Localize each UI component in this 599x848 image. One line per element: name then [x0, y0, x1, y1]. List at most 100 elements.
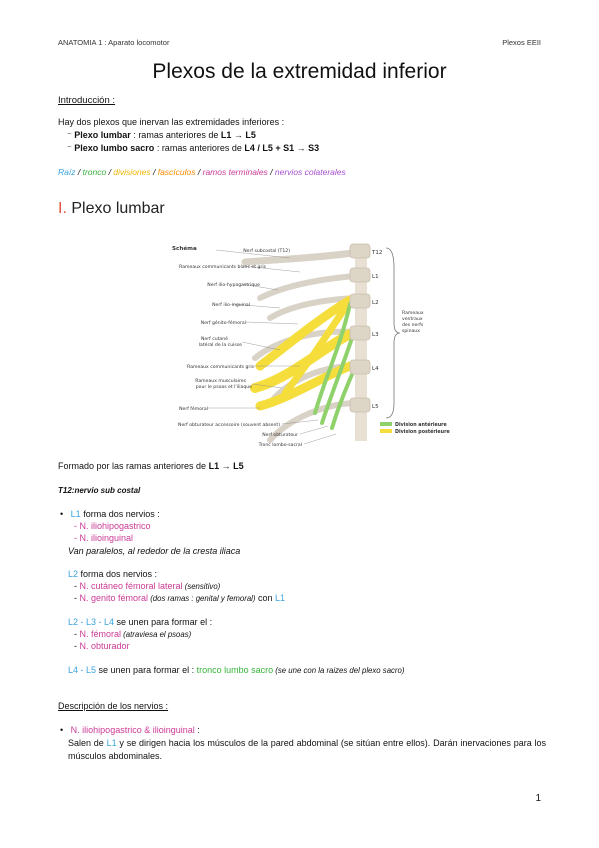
vertebra-label: T12 [371, 250, 382, 256]
l234-rest: se unen para formar el : [114, 617, 213, 627]
figure-label: Tronc lombo-sacral [258, 442, 302, 448]
legend-posterior-label: Division postérieure [395, 428, 450, 435]
l234-key: L3 [86, 617, 97, 627]
intro-item-text: : ramas anteriores de [130, 130, 221, 140]
figure-legend: Division antérieure Division postérieure [380, 421, 450, 435]
figure-label: Rameaux musculaires [195, 378, 246, 384]
header-left: ANATOMIA 1 : Aparato locomotor [58, 38, 170, 47]
l1-item-1: - N. iliohipogastrico [74, 521, 151, 531]
l234-key: L4 [104, 617, 115, 627]
l1-item-2: - N. ilioinguinal [74, 533, 134, 543]
legend-anterior-swatch [380, 422, 392, 426]
descripcion-text: y se dirigen hacia los músculos de la pa… [68, 738, 546, 761]
figure-label: Nerf ilio-hypogastrique [207, 282, 260, 288]
figure-label: pour le psoas et l'iliaque [196, 384, 252, 390]
l2-item-2-note: (dos ramas : genital y femoral) [148, 594, 256, 603]
vertebra-label: L1 [372, 274, 379, 280]
l45-dash: - [78, 665, 87, 675]
intro-item-range: L4 / L5 + S1 → S3 [244, 143, 320, 153]
figure-label: Nerf ilio-inguinal [212, 302, 250, 308]
t12-line: T12:nervio sub costal [58, 486, 141, 495]
figure-label: Nerf génito-fémoral [201, 319, 246, 326]
anterior-divisions [313, 302, 356, 430]
l2-item-1-note: (sensitivo) [182, 582, 221, 591]
l1-line: • L1 forma dos nervios : [60, 509, 160, 519]
bullet: • [60, 725, 64, 735]
vertebra-labels: T12 L1 L2 L3 L4 L5 [371, 250, 382, 410]
dash: - [74, 629, 80, 639]
descripcion-paragraph: Salen de L1 y se dirigen hacia los múscu… [68, 737, 546, 763]
l45-key: L5 [86, 665, 97, 675]
legend-tronco: tronco [82, 167, 107, 177]
l2-item-2-name: N. genito fémoral [79, 593, 149, 603]
l2-line: L2 forma dos nervios : [68, 569, 157, 579]
l234-dash: - [78, 617, 87, 627]
l45-rest: se unen para formar el : [96, 665, 197, 675]
l2-item-1: - N. cutáneo fémoral lateral (sensitivo) [74, 581, 220, 591]
l234-item-1-note: (atraviesa el psoas) [121, 630, 192, 639]
legend-ramos: ramos terminales [202, 167, 268, 177]
l45-target: tronco lumbo sacro [196, 665, 274, 675]
spinal-bracket [385, 247, 401, 419]
intro-lead: Hay dos plexos que inervan las extremida… [58, 117, 285, 127]
l2-rest: forma dos nervios : [78, 569, 158, 579]
descripcion-item: • N. iliohipogastrico & ilioinguinal : [60, 725, 200, 735]
figure-label: Nerf cutané [201, 335, 228, 342]
vertebra-label: L5 [372, 404, 379, 410]
page-number: 1 [535, 793, 541, 804]
figure-heading: Schéma [172, 245, 197, 252]
vertebra-bodies [349, 243, 371, 413]
l1-note: Van paralelos, al rededor de la cresta i… [68, 546, 241, 556]
bullet: • [60, 509, 64, 519]
legend-anterior-label: Division antérieure [395, 421, 448, 428]
intro-item-2: ⁻ Plexo lumbo sacro : ramas anteriores d… [67, 143, 319, 154]
l234-item-1: - N. fémoral (atraviesa el psoas) [74, 629, 191, 639]
figure-label: Nerf subcostal (T12) [243, 248, 290, 254]
formado-line: Formado por las ramas anteriores de L1 →… [58, 461, 244, 471]
vertebra-label: L2 [372, 300, 379, 306]
vertebra-label: L4 [372, 366, 379, 372]
figure-left-labels: Nerf subcostal (T12) Rameaux communicant… [178, 248, 302, 448]
descripcion-heading: Descripción de los nervios : [58, 701, 169, 711]
legend-sep: / [106, 167, 114, 177]
legend-sep: / [150, 167, 158, 177]
legend-nervios: nervios colaterales [274, 167, 346, 177]
l2-item-2-key: L1 [275, 593, 286, 603]
l2-item-1-name: N. cutáneo fémoral lateral [79, 581, 183, 591]
intro-heading: Introducción : [58, 95, 116, 106]
l45-key: L4 [68, 665, 79, 675]
figure-label: Nerf fémoral [179, 405, 208, 412]
bracket-label-line: spinaux [402, 328, 420, 334]
intro-item-label: Plexo lumbo sacro [74, 143, 155, 153]
intro-item-1: ⁻ Plexo lumbar : ramas anteriores de L1 … [67, 130, 256, 141]
bracket-label: Rameaux ventraux des nerfs spinaux [402, 310, 424, 334]
formado-text: Formado por las ramas anteriores de [58, 461, 209, 471]
figure-label: latéral de la cuisse [199, 341, 242, 348]
page-title: Plexos de la extremidad inferior [152, 60, 447, 83]
l2-item-2-mid: con [255, 593, 276, 603]
l2-item-2: - N. genito fémoral (dos ramas : genital… [74, 593, 285, 603]
leader-lines [208, 249, 337, 445]
l234-dash: - [96, 617, 105, 627]
l1-rest: forma dos nervios : [80, 509, 160, 519]
plexo-lumbar-figure: Schéma T12 L1 L2 L3 L4 [172, 243, 450, 448]
descripcion-key: L1 [106, 738, 117, 748]
figure-label: Nerf obturateur [262, 432, 298, 438]
bracket-label-line: des nerfs [402, 322, 424, 328]
dash: - [74, 593, 80, 603]
nerve-roots [241, 248, 364, 443]
formado-range: L1 → L5 [208, 461, 244, 471]
intro-bullet: ⁻ [67, 130, 72, 140]
l234-item-2-name: N. obturador [79, 641, 130, 651]
legend-divisiones: divisiones [113, 167, 151, 177]
l2-key: L2 [68, 569, 79, 579]
l234-line: L2 - L3 - L4 se unen para formar el : [68, 617, 212, 627]
figure-label: Rameaux communicants gris [187, 364, 254, 370]
legend-sep: / [75, 167, 83, 177]
legend-posterior-swatch [380, 429, 392, 433]
descripcion-name: N. iliohipogastrico & ilioinguinal [70, 725, 195, 735]
dash: - [74, 581, 80, 591]
section-number: I. [58, 200, 67, 217]
section-heading-plexo-lumbar: I. Plexo lumbar [58, 200, 165, 218]
l234-item-2: - N. obturador [74, 641, 130, 651]
